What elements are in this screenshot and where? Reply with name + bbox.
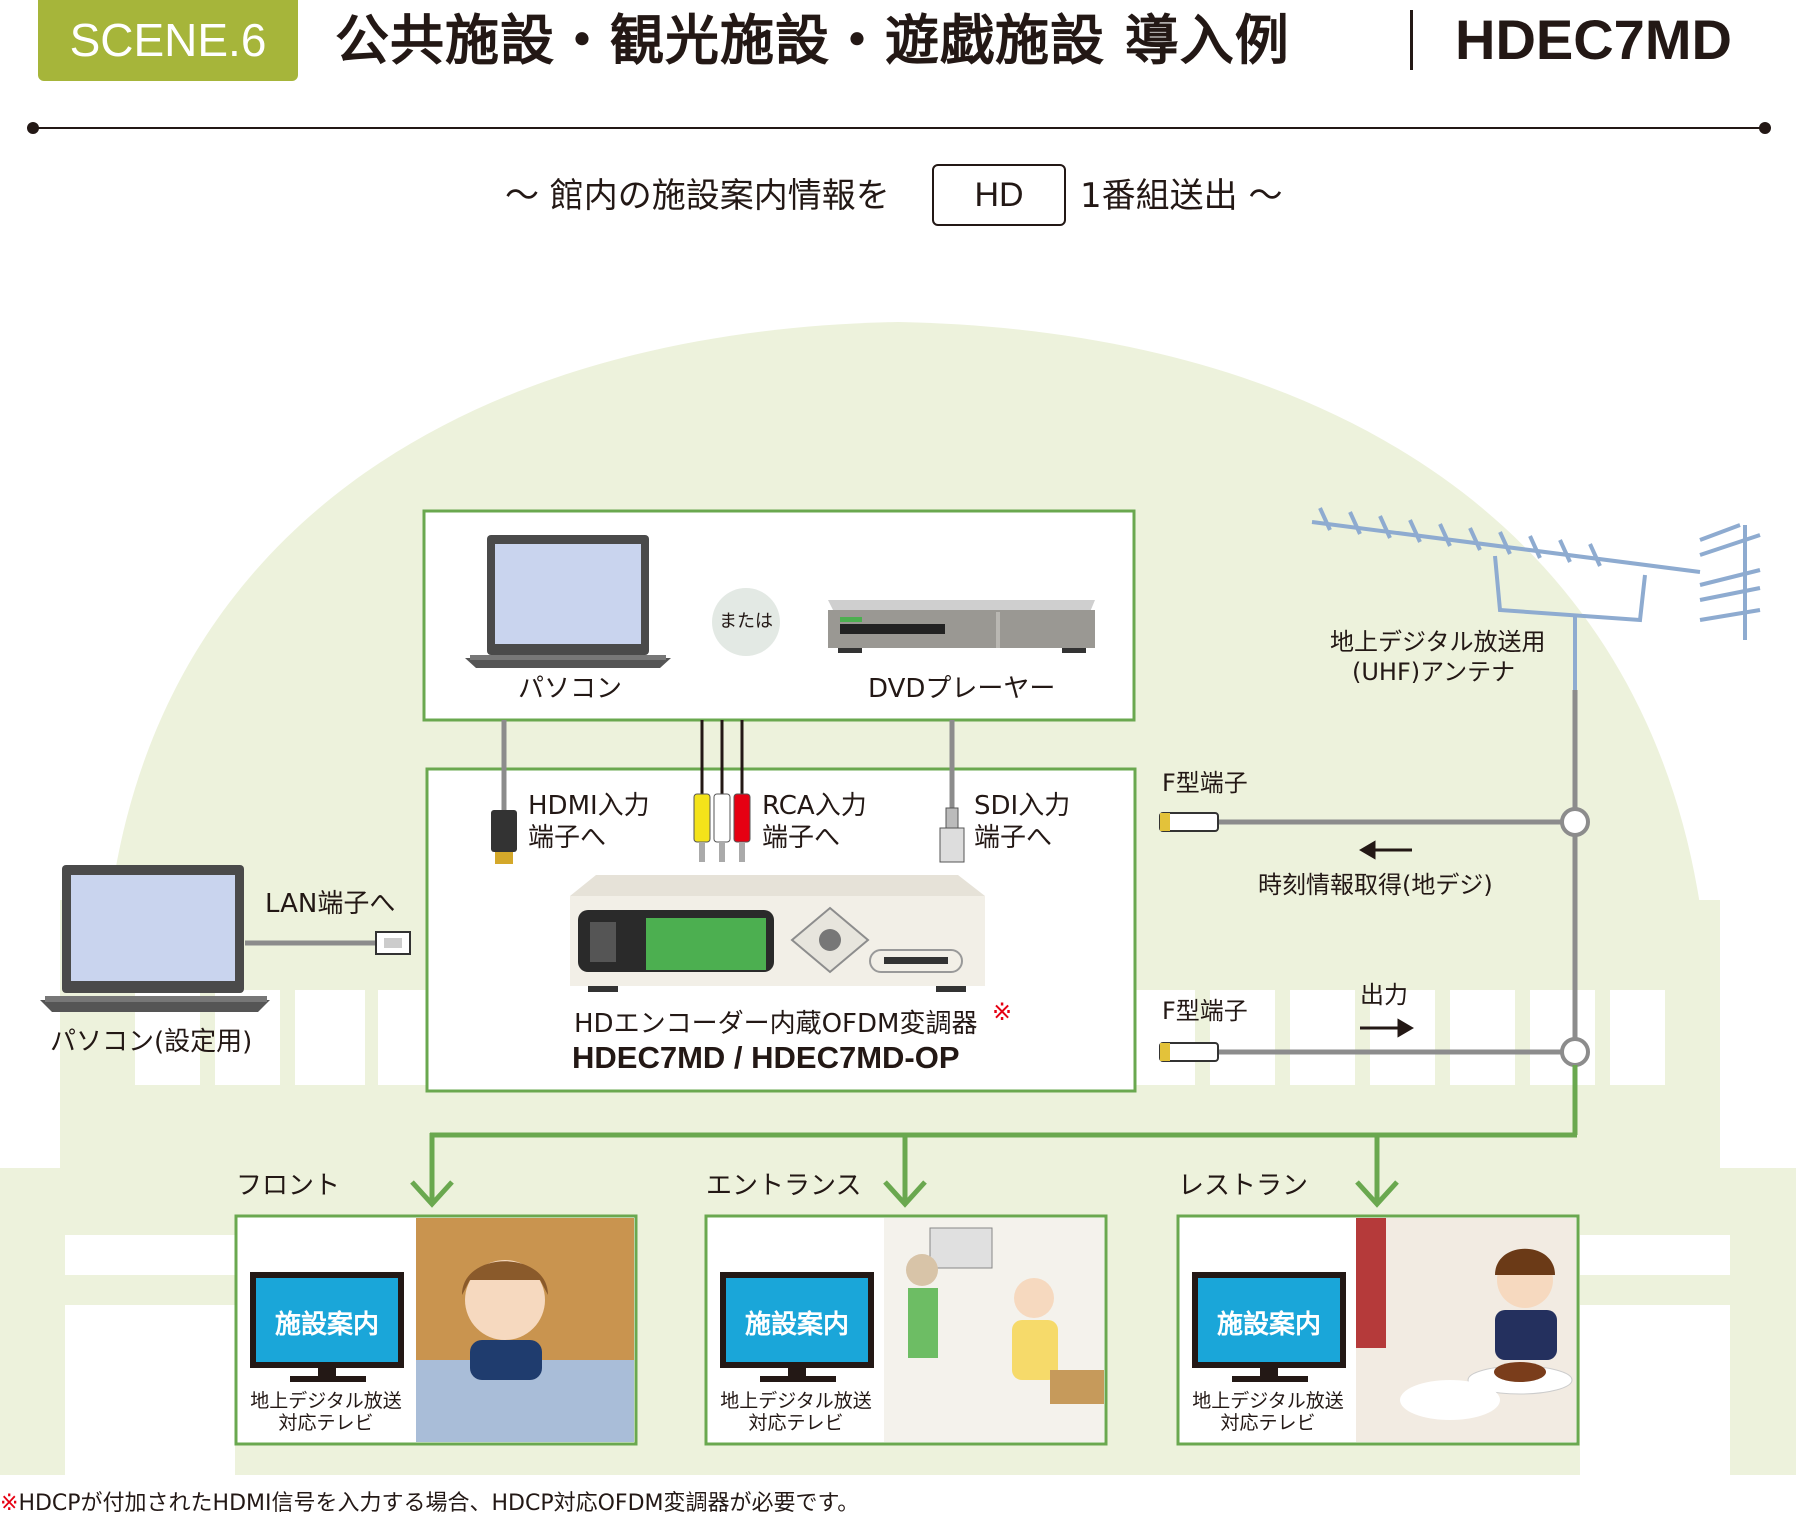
- tv-caption-front-1: 地上デジタル放送: [250, 1390, 402, 1412]
- hd-badge: HD: [932, 164, 1066, 226]
- page-title: 公共施設・観光施設・遊戯施設 導入例: [335, 9, 1290, 72]
- rca-cables: [700, 720, 744, 796]
- tv-icon-restaurant: [1192, 1272, 1346, 1382]
- tv-caption-restaurant-2: 対応テレビ: [1220, 1412, 1316, 1434]
- time-info-label: 時刻情報取得(地デジ): [1258, 871, 1493, 899]
- f-terminal-top-label: F型端子: [1162, 769, 1248, 797]
- building-windows: [0, 990, 1796, 1475]
- setup-laptop-icon: [40, 865, 270, 1012]
- encoder-device-icon: [570, 875, 985, 992]
- model-title: HDEC7MD: [1455, 8, 1732, 71]
- destination-label-restaurant: レストラン: [1178, 1171, 1309, 1201]
- tv-screen-entrance: 施設案内: [744, 1310, 849, 1340]
- laptop-icon: [465, 535, 671, 668]
- encoder-note-mark: ※: [992, 998, 1013, 1026]
- encoder-name: HDエンコーダー内蔵OFDM変調器: [574, 1009, 978, 1039]
- or-badge: または: [712, 588, 780, 656]
- hdmi-connector-icon: [491, 810, 517, 864]
- tv-caption-entrance-1: 地上デジタル放送: [720, 1390, 872, 1412]
- rf-lines: [1215, 690, 1578, 1055]
- antenna-icon: [1311, 507, 1761, 690]
- dvd-player-icon: [828, 600, 1095, 653]
- footnote-text: HDCPが付加されたHDMI信号を入力する場合、HDCP対応OFDM変調器が必要…: [18, 1491, 860, 1516]
- rule-dot-left: [27, 122, 39, 134]
- splitter-node-bottom: [1560, 1037, 1590, 1067]
- tv-screen-front: 施設案内: [274, 1310, 379, 1340]
- hdmi-terminal-label: 端子へ: [528, 823, 607, 853]
- f-connector-top-icon: [1159, 812, 1219, 832]
- pc-label: パソコン: [518, 674, 623, 704]
- lan-connector-icon: [375, 931, 411, 955]
- sdi-connector-icon: [939, 807, 965, 863]
- encoder-model: HDEC7MD / HDEC7MD-OP: [572, 1040, 960, 1075]
- f-terminal-bottom-label: F型端子: [1162, 997, 1248, 1025]
- rca-terminal-label: 端子へ: [762, 823, 841, 853]
- tv-icon-front: [250, 1272, 404, 1382]
- subtitle-right: 1番組送出 〜: [1080, 176, 1283, 216]
- destination-entrance: [704, 1214, 1108, 1446]
- antenna-label-line1: 地上デジタル放送用: [1330, 628, 1546, 656]
- splitter-node-top: [1560, 807, 1590, 837]
- output-label: 出力: [1360, 981, 1408, 1009]
- sdi-input-label: SDI入力: [974, 791, 1071, 821]
- tv-caption-front-2: 対応テレビ: [278, 1412, 374, 1434]
- title-separator: [1410, 10, 1413, 70]
- tv-caption-restaurant-1: 地上デジタル放送: [1192, 1390, 1344, 1412]
- sdi-terminal-label: 端子へ: [974, 823, 1053, 853]
- distribution-lines: [410, 1065, 1578, 1208]
- tv-icon-entrance: [720, 1272, 874, 1382]
- f-connector-bottom-icon: [1159, 1042, 1219, 1062]
- scene-badge: SCENE.6: [38, 0, 298, 81]
- lan-label: LAN端子へ: [265, 889, 396, 919]
- antenna-label-line2: (UHF)アンテナ: [1352, 658, 1516, 686]
- direction-arrows: [1359, 840, 1414, 1038]
- subtitle-left: 〜 館内の施設案内情報を: [505, 176, 890, 216]
- rule-dot-right: [1759, 122, 1771, 134]
- rca-connector-icon: [693, 793, 751, 862]
- dvd-label: DVDプレーヤー: [868, 674, 1056, 704]
- destination-label-front: フロント: [236, 1171, 341, 1201]
- rca-input-label: RCA入力: [762, 791, 867, 821]
- destination-label-entrance: エントランス: [706, 1171, 862, 1201]
- tv-caption-entrance-2: 対応テレビ: [748, 1412, 844, 1434]
- hdmi-input-label: HDMI入力: [528, 791, 650, 821]
- setup-pc-label: パソコン(設定用): [50, 1027, 253, 1057]
- tv-screen-restaurant: 施設案内: [1216, 1310, 1321, 1340]
- footnote: ※HDCPが付加されたHDMI信号を入力する場合、HDCP対応OFDM変調器が必…: [0, 1490, 859, 1518]
- source-cables: [501, 720, 955, 812]
- footnote-mark: ※: [0, 1491, 19, 1516]
